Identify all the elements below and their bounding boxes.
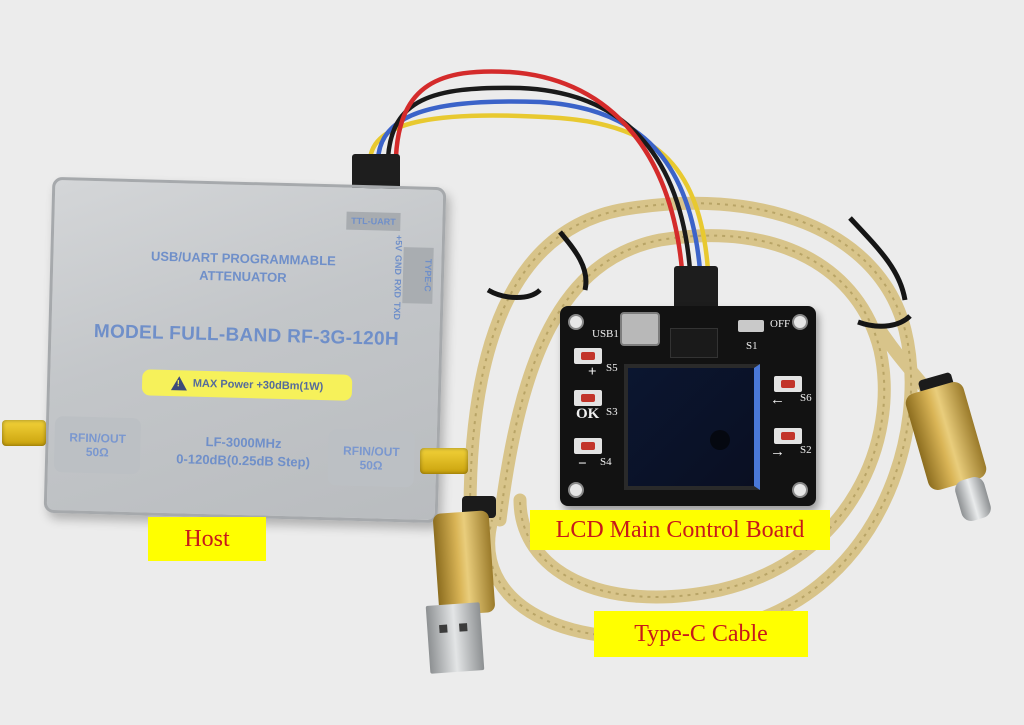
ribbon-wires bbox=[367, 69, 711, 273]
mount-hole bbox=[792, 314, 808, 330]
host-frequency: LF-3000MHz bbox=[205, 434, 282, 451]
warning-icon bbox=[170, 376, 188, 391]
button-s4-ref: S4 bbox=[600, 456, 612, 468]
mount-hole bbox=[792, 482, 808, 498]
lcd-screen bbox=[624, 364, 760, 490]
host-attenuator: TTL-UART +5V GND RXD TXD TYPE-C USB/UART… bbox=[43, 176, 447, 524]
sma-connector-left bbox=[2, 420, 46, 446]
label-host: Host bbox=[148, 517, 266, 561]
host-range: 0-120dB(0.25dB Step) bbox=[176, 451, 311, 470]
button-s6 bbox=[774, 376, 802, 392]
button-s6-ref: S6 bbox=[800, 392, 812, 404]
button-s2-ref: S2 bbox=[800, 444, 812, 456]
sma-connector-right bbox=[420, 448, 468, 474]
button-s2-symbol: → bbox=[770, 444, 785, 460]
mount-hole bbox=[568, 314, 584, 330]
host-title-line1: USB/UART PROGRAMMABLE bbox=[150, 248, 336, 269]
usb-c-port bbox=[620, 312, 660, 346]
usb-a-plug-housing bbox=[432, 510, 496, 616]
label-lcd-board: LCD Main Control Board bbox=[530, 510, 830, 550]
button-s4 bbox=[574, 438, 602, 454]
usb1-silk: USB1 bbox=[592, 328, 619, 340]
lcd-main-control-board: USB1 OFF S1 + S5 OK S3 − S4 ← S6 → S2 bbox=[560, 306, 816, 506]
button-s5-symbol: + bbox=[588, 364, 597, 380]
button-s5 bbox=[574, 348, 602, 364]
pin-5v: +5V bbox=[393, 234, 405, 252]
switch-off-silk: OFF bbox=[770, 318, 791, 330]
button-s6-symbol: ← bbox=[770, 392, 785, 408]
button-s2 bbox=[774, 428, 802, 444]
max-power-text: MAX Power +30dBm(1W) bbox=[192, 377, 324, 394]
label-type-c-cable: Type-C Cable bbox=[594, 611, 808, 657]
mount-hole bbox=[568, 482, 584, 498]
ttl-uart-label: TTL-UART bbox=[346, 211, 401, 232]
zip-ties bbox=[486, 216, 912, 329]
button-s3-symbol: OK bbox=[576, 406, 600, 422]
usb-a-plug-metal bbox=[425, 602, 485, 674]
port-left: RFIN/OUT 50Ω bbox=[53, 416, 142, 475]
power-switch bbox=[738, 320, 764, 332]
lcd-dot bbox=[710, 430, 730, 450]
button-s3 bbox=[574, 390, 602, 406]
host-model: MODEL FULL-BAND RF-3G-120H bbox=[93, 321, 400, 351]
wire-red bbox=[393, 69, 685, 273]
button-s3-ref: S3 bbox=[606, 406, 618, 418]
port-left-line2: 50Ω bbox=[85, 444, 109, 460]
max-power-warning: MAX Power +30dBm(1W) bbox=[141, 369, 353, 401]
button-s5-ref: S5 bbox=[606, 362, 618, 374]
port-left-line1: RFIN/OUT bbox=[69, 430, 127, 446]
host-type-c-flap: TYPE-C bbox=[402, 247, 434, 304]
port-right-line2: 50Ω bbox=[359, 458, 383, 473]
board-header bbox=[670, 328, 718, 358]
host-title-line2: ATTENUATOR bbox=[199, 267, 287, 286]
pin-txd: TXD bbox=[391, 302, 403, 321]
button-s4-symbol: − bbox=[578, 456, 587, 472]
switch-ref-silk: S1 bbox=[746, 340, 758, 352]
